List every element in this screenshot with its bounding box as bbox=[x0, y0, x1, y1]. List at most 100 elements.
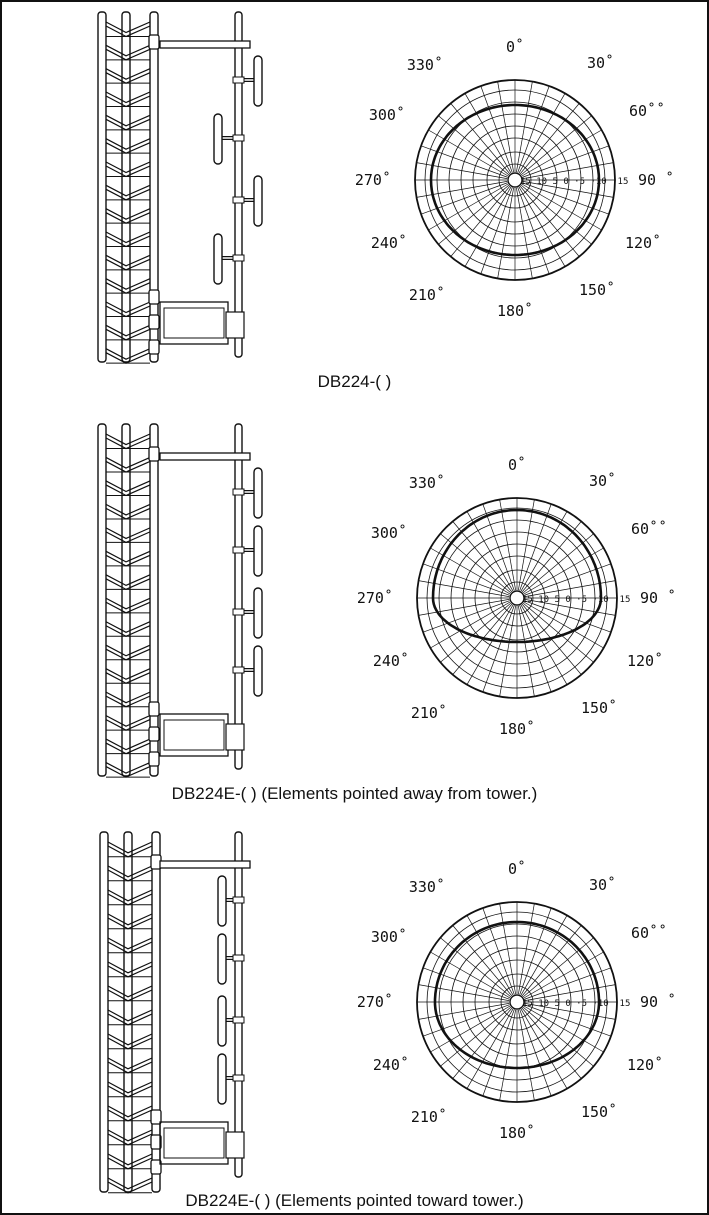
tower-brace bbox=[105, 550, 151, 563]
leg-clamp bbox=[148, 339, 160, 355]
polar-ring bbox=[474, 959, 560, 1045]
tower-brace bbox=[107, 961, 153, 974]
angle-label: 120˚ bbox=[625, 234, 661, 252]
polar-ring bbox=[448, 113, 582, 247]
tower-brace bbox=[105, 574, 151, 587]
mount-arm-top bbox=[159, 40, 251, 49]
leg-clamp bbox=[148, 314, 160, 330]
tower-leg bbox=[97, 423, 107, 777]
tower-brace bbox=[107, 1081, 153, 1094]
leg-clamp bbox=[148, 701, 160, 717]
angle-label: 90 ˚ bbox=[638, 171, 674, 189]
caption-db224e-away: DB224E-( ) (Elements pointed away from t… bbox=[171, 784, 538, 803]
polar-ring bbox=[460, 125, 570, 235]
pole-clamp bbox=[225, 723, 245, 751]
tower-mast bbox=[99, 831, 162, 1194]
pole-clamp bbox=[225, 311, 245, 339]
angle-label: 180˚ bbox=[499, 720, 535, 738]
mount-arm-top bbox=[159, 860, 251, 869]
polar-ring bbox=[500, 985, 534, 1019]
tower-brace bbox=[105, 668, 151, 680]
panel-db224e-toward: 15 10 5 0 ·5 ·10 ·150˚30˚60˚˚90 ˚120˚150… bbox=[99, 831, 676, 1194]
polar-ring bbox=[472, 137, 558, 223]
angle-label: 90 ˚ bbox=[640, 993, 676, 1011]
polar-ring bbox=[474, 555, 560, 641]
dipole-element bbox=[253, 587, 263, 639]
polar-ring bbox=[424, 89, 606, 271]
polar-ring bbox=[436, 101, 594, 259]
angle-label: 240˚ bbox=[373, 1056, 409, 1074]
tower-leg bbox=[151, 831, 161, 1193]
angle-label: 60˚˚ bbox=[631, 924, 667, 942]
tower-brace bbox=[105, 456, 151, 469]
leg-clamp bbox=[148, 34, 160, 50]
angle-label: 330˚ bbox=[409, 474, 445, 492]
antenna-mast bbox=[234, 423, 243, 770]
polar-ring bbox=[500, 581, 534, 615]
tower-leg bbox=[149, 11, 159, 363]
angle-label: 30˚ bbox=[589, 876, 616, 894]
polar-ring bbox=[426, 507, 608, 689]
mount-arm-top bbox=[159, 452, 251, 461]
polar-ring bbox=[416, 497, 618, 699]
dipole-element bbox=[217, 875, 227, 927]
tower-leg bbox=[149, 423, 159, 777]
angle-label: 0˚ bbox=[508, 456, 526, 474]
pole-clamp bbox=[225, 1131, 245, 1159]
angle-label: 60˚˚ bbox=[629, 102, 665, 120]
scale-label: 15 10 5 0 ·5 ·10 ·15 bbox=[520, 177, 628, 187]
antenna-mast bbox=[234, 11, 243, 358]
tower-brace bbox=[105, 597, 151, 610]
tower-brace bbox=[105, 68, 151, 80]
tower-leg bbox=[121, 423, 131, 777]
angle-label: 90 ˚ bbox=[640, 589, 676, 607]
antenna-mast bbox=[234, 831, 243, 1178]
polar-ring bbox=[488, 973, 546, 1031]
tower-brace bbox=[105, 738, 151, 751]
element-collar bbox=[232, 1074, 245, 1082]
tower-brace bbox=[105, 348, 151, 360]
polar-center bbox=[509, 994, 525, 1010]
angle-label: 0˚ bbox=[506, 38, 524, 56]
tower-brace bbox=[107, 1105, 153, 1118]
tower-brace bbox=[105, 254, 151, 267]
angle-label: 150˚ bbox=[581, 1103, 617, 1121]
radiation-pattern bbox=[429, 103, 601, 257]
polar-ring bbox=[438, 923, 596, 1081]
polar-ring bbox=[416, 901, 618, 1103]
tower-brace bbox=[105, 691, 151, 704]
tower-leg bbox=[121, 11, 131, 363]
tower-brace bbox=[105, 208, 151, 220]
tower-brace bbox=[105, 138, 151, 150]
polar-ring bbox=[450, 531, 584, 665]
dipole-element bbox=[217, 1053, 227, 1105]
tower-brace bbox=[107, 913, 153, 926]
angle-label: 240˚ bbox=[373, 652, 409, 670]
tower-leg bbox=[97, 11, 107, 363]
dipole-element bbox=[213, 113, 223, 165]
element-collar bbox=[232, 76, 245, 84]
element-collar bbox=[232, 254, 245, 262]
angle-label: 30˚ bbox=[587, 54, 614, 72]
leg-clamp bbox=[148, 289, 160, 305]
polar-ring bbox=[498, 163, 532, 197]
element-collar bbox=[232, 546, 245, 554]
tower-brace bbox=[105, 503, 151, 516]
element-collar bbox=[232, 954, 245, 962]
radiation-pattern bbox=[431, 508, 603, 644]
angle-label: 270˚ bbox=[355, 171, 391, 189]
tower-brace bbox=[107, 841, 153, 854]
angle-label: 210˚ bbox=[411, 1108, 447, 1126]
angle-label: 300˚ bbox=[371, 928, 407, 946]
tower-brace bbox=[105, 621, 151, 633]
dipole-element bbox=[253, 525, 263, 577]
tower-leg bbox=[99, 831, 109, 1193]
polar-pattern: 15 10 5 0 ·5 ·10 ·150˚30˚60˚˚90 ˚120˚150… bbox=[357, 456, 676, 738]
leg-clamp bbox=[150, 1159, 162, 1175]
tower-brace bbox=[107, 1153, 153, 1166]
tower-brace bbox=[105, 761, 151, 774]
angle-label: 300˚ bbox=[369, 106, 405, 124]
tower-brace bbox=[105, 644, 151, 657]
tower-brace bbox=[105, 231, 151, 244]
